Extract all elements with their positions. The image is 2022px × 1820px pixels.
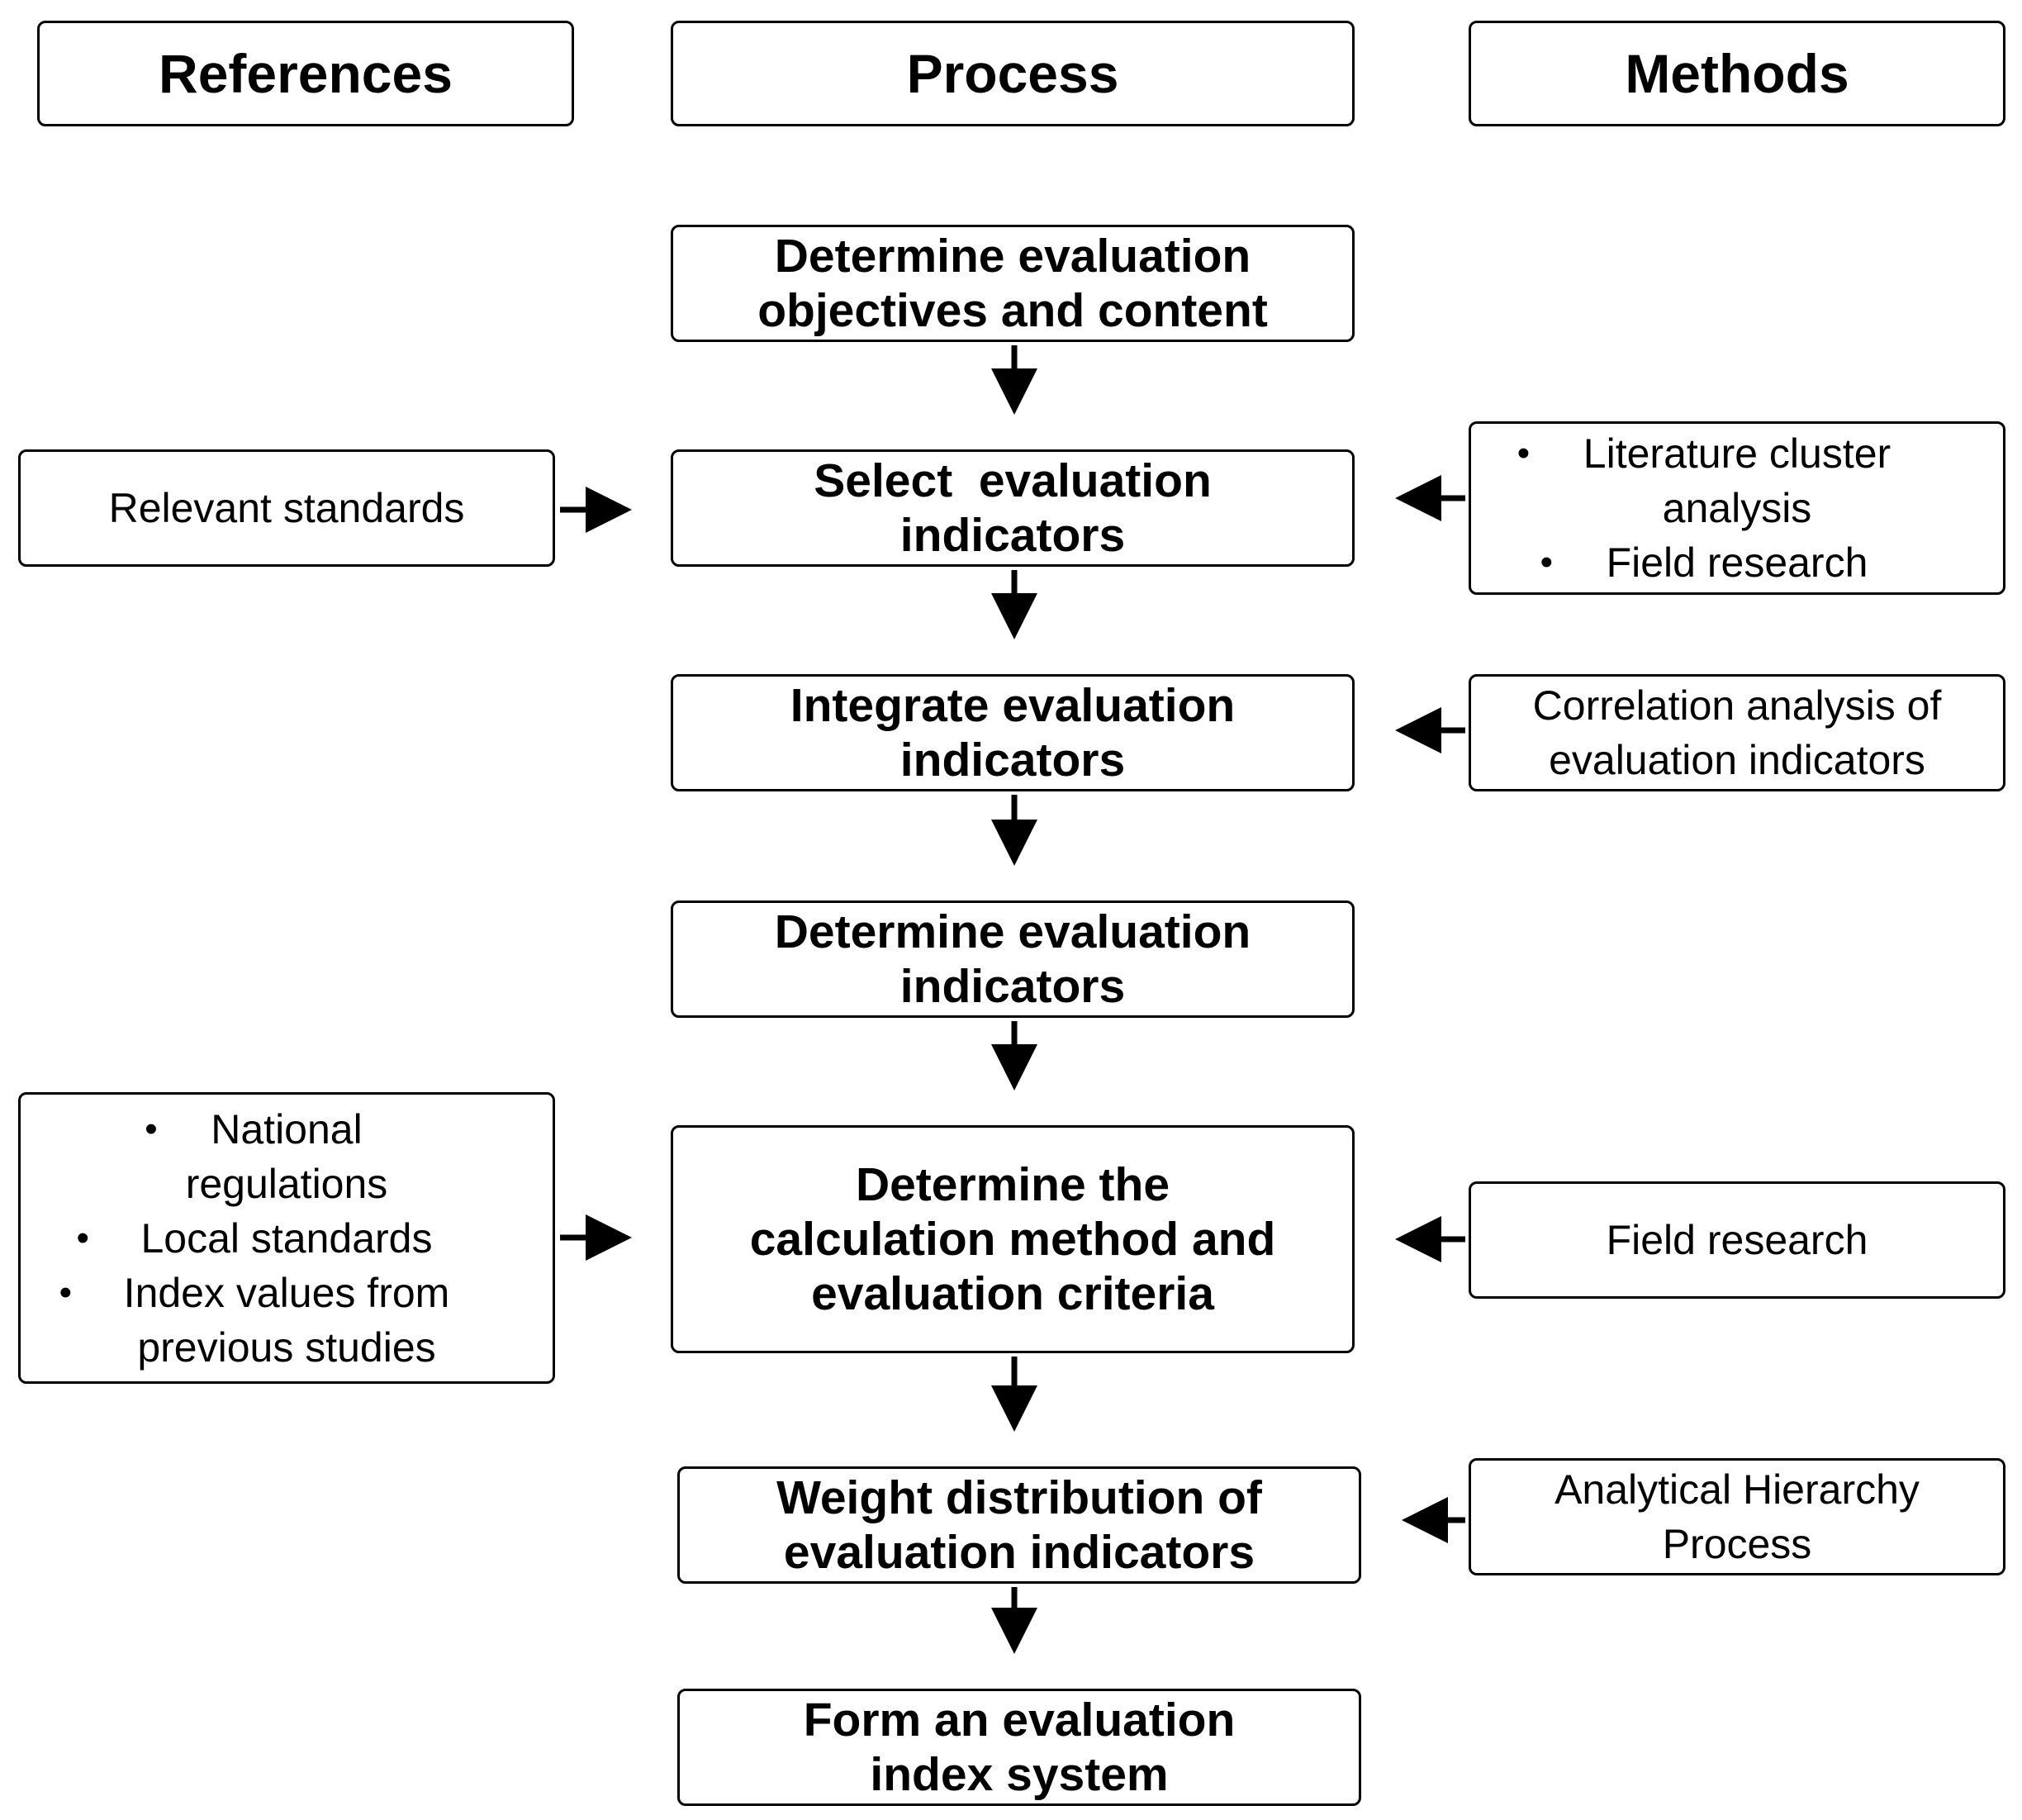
step-line: indicators (899, 509, 1126, 562)
bullet-dot: • (76, 1217, 89, 1258)
method-line: evaluation indicators (1549, 737, 1925, 783)
bullet-field: • Field research (1540, 535, 1868, 590)
method-line: Field research (1606, 539, 1868, 586)
step-form-index-system: Form an evaluation index system (677, 1689, 1361, 1806)
method-line: Field research (1606, 1217, 1868, 1263)
bullet-dot: • (1540, 542, 1553, 582)
methods-header-label: Methods (1625, 43, 1849, 104)
bullet-local: • Local standards (76, 1211, 433, 1266)
step-line: Determine evaluation (774, 230, 1251, 283)
step-calculation-method: Determine the calculation method and eva… (671, 1125, 1355, 1353)
reference-line: Index values from (123, 1269, 450, 1316)
method-weight: Analytical Hierarchy Process (1469, 1458, 2005, 1575)
process-header-label: Process (906, 43, 1119, 104)
methods-header: Methods (1469, 21, 2005, 126)
reference-line: previous studies (137, 1323, 436, 1371)
step-determine-objectives: Determine evaluation objectives and cont… (671, 225, 1355, 342)
step-line: Integrate evaluation (790, 679, 1236, 732)
method-line: Correlation analysis of (1532, 682, 1942, 729)
step-line: indicators (899, 960, 1126, 1013)
references-header-label: References (159, 43, 453, 104)
step-line: Select evaluation (814, 454, 1212, 507)
reference-label: Relevant standards (108, 485, 465, 531)
step-line: Determine evaluation (774, 905, 1251, 958)
method-select: • Literature cluster analysis • Field re… (1469, 421, 2005, 595)
method-line: Process (1662, 1521, 1812, 1567)
reference-line: regulations (185, 1160, 388, 1207)
method-integrate: Correlation analysis of evaluation indic… (1469, 674, 2005, 791)
reference-line: National (211, 1105, 363, 1152)
step-line: evaluation criteria (811, 1267, 1214, 1320)
method-line: analysis (1662, 485, 1812, 531)
step-integrate-indicators: Integrate evaluation indicators (671, 674, 1355, 791)
step-line: indicators (899, 734, 1126, 786)
step-line: Form an evaluation (803, 1694, 1236, 1746)
bullet-literature: • Literature cluster (1517, 426, 1891, 481)
process-header: Process (671, 21, 1355, 126)
method-line: Analytical Hierarchy (1554, 1466, 1920, 1513)
bullet-dot: • (145, 1108, 158, 1149)
step-line: Determine the (855, 1158, 1170, 1211)
bullet-index: • Index values from (59, 1266, 450, 1320)
method-calc: Field research (1469, 1181, 2005, 1299)
step-line: calculation method and (749, 1213, 1276, 1266)
step-line: Weight distribution of (776, 1471, 1262, 1524)
reference-relevant-standards: Relevant standards (18, 449, 555, 567)
bullet-dot: • (1516, 433, 1531, 473)
reference-line: Local standards (140, 1214, 433, 1262)
step-determine-indicators: Determine evaluation indicators (671, 900, 1355, 1018)
step-weight-distribution: Weight distribution of evaluation indica… (677, 1466, 1361, 1584)
step-line: objectives and content (757, 284, 1268, 337)
reference-calc-sources: • National regulations • Local standards… (18, 1092, 555, 1384)
step-line: evaluation indicators (783, 1526, 1255, 1579)
bullet-national: • National (145, 1102, 363, 1157)
bullet-dot: • (59, 1271, 73, 1313)
step-select-indicators: Select evaluation indicators (671, 449, 1355, 567)
step-line: index system (870, 1748, 1169, 1801)
method-line: Literature cluster (1583, 430, 1891, 477)
references-header: References (37, 21, 574, 126)
